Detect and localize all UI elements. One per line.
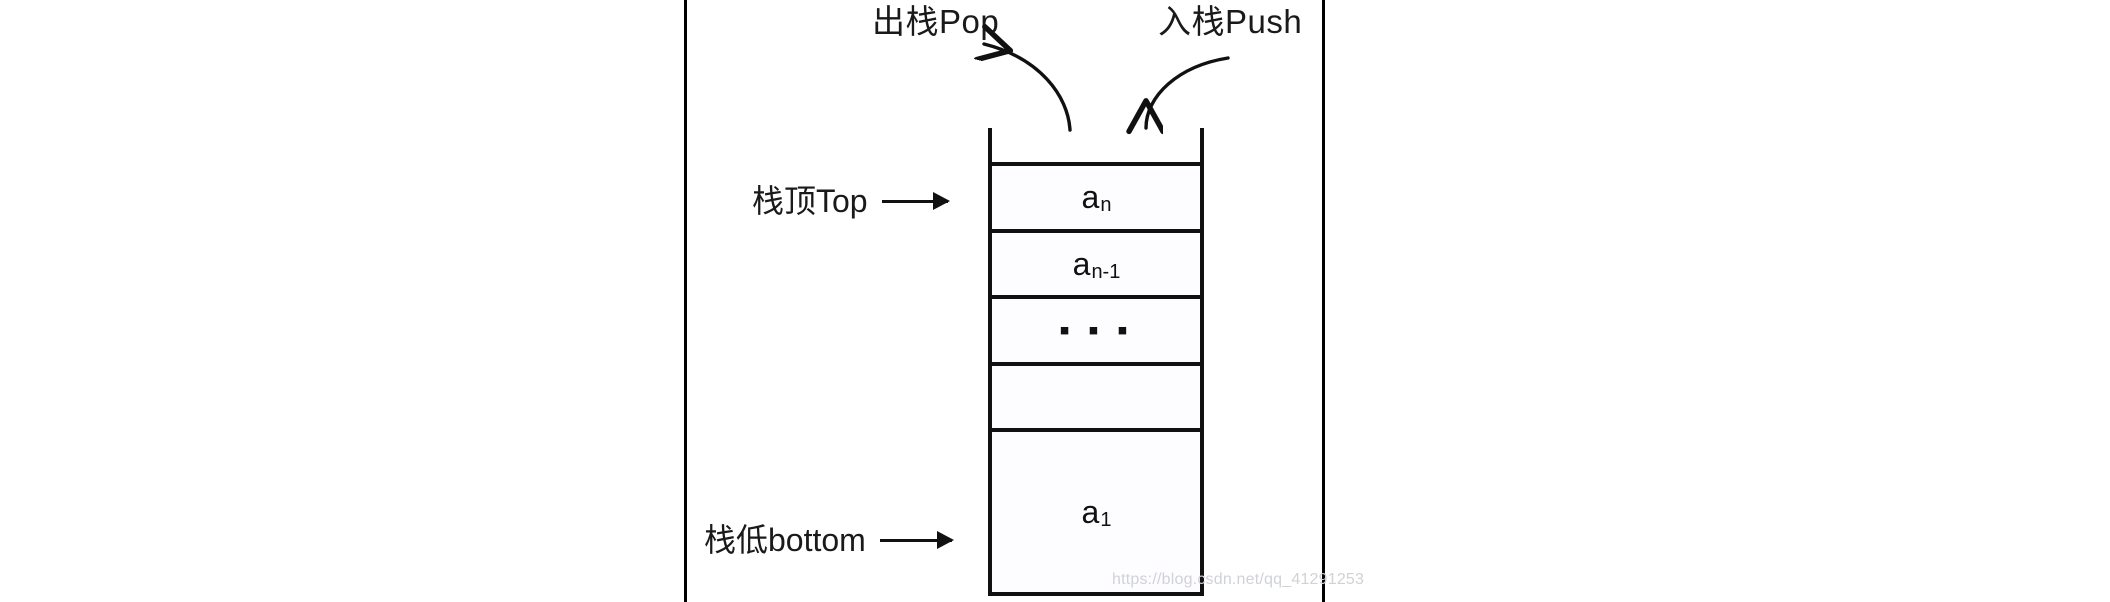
push-curved-arrow-icon (1146, 56, 1230, 128)
page-border-left (684, 0, 687, 602)
pop-operation-label: 出栈Pop (872, 3, 1000, 40)
cell-base: a (1081, 179, 1100, 215)
cell-subscript: 1 (1100, 508, 1112, 531)
cell-base: a (1081, 493, 1100, 530)
stack-cell-empty (992, 362, 1200, 428)
bottom-pointer-label: 栈低bottom (704, 522, 866, 558)
right-arrow-icon (881, 191, 950, 210)
bottom-pointer: 栈低bottom (704, 522, 954, 558)
pop-curved-arrow-icon (984, 44, 1072, 132)
stack-open-mouth (992, 128, 1200, 162)
page-border-right (1322, 0, 1325, 602)
push-operation-label: 入栈Push (1158, 3, 1303, 40)
top-pointer-label: 栈顶Top (752, 183, 868, 219)
ellipsis-icon: ▪ ▪ ▪ (1059, 313, 1133, 347)
stack-cell-ellipsis: ▪ ▪ ▪ (992, 295, 1200, 362)
cell-base: a (1072, 245, 1091, 282)
top-pointer: 栈顶Top (752, 183, 950, 219)
right-arrow-icon (879, 530, 954, 549)
cell-subscript: n-1 (1091, 260, 1121, 283)
cell-subscript: n (1100, 194, 1112, 216)
watermark-text: https://blog.csdn.net/qq_41291253 (1112, 571, 1365, 588)
